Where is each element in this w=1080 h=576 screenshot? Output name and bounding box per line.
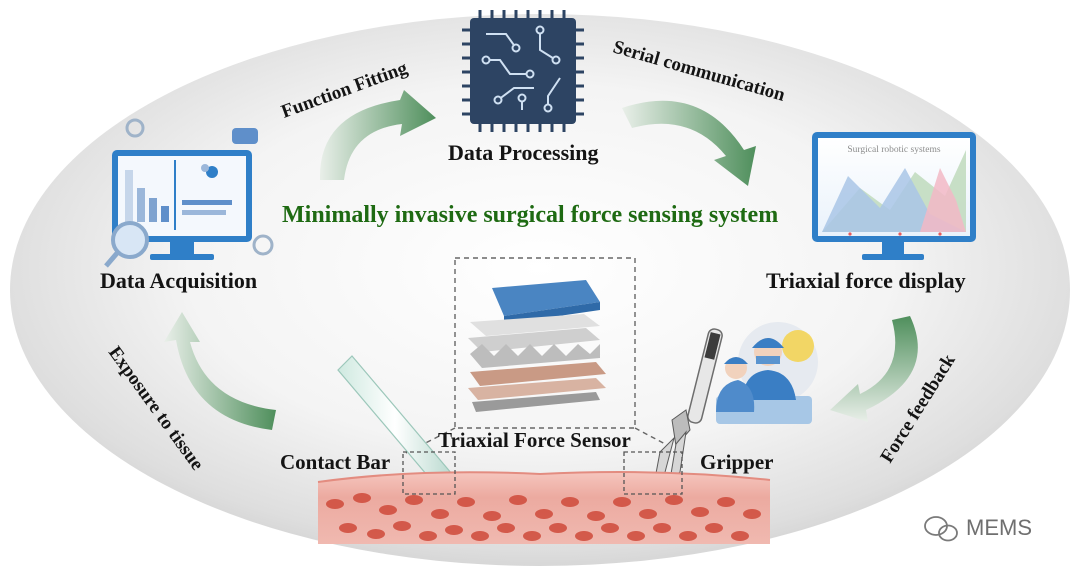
node-data-processing: Data Processing	[448, 140, 599, 165]
node-data-acquisition: Data Acquisition	[100, 268, 258, 293]
arrow-force-feedback	[830, 316, 918, 422]
diagram-title: Minimally invasive surgical force sensin…	[282, 202, 779, 228]
chat-bubble-icon	[232, 128, 258, 144]
chip-icon	[462, 10, 584, 132]
gear-icon	[125, 118, 274, 256]
magnifier-icon	[111, 221, 149, 259]
watermark: MEMS	[966, 515, 1032, 540]
tissue-icon	[317, 471, 771, 544]
wechat-icon	[924, 516, 958, 542]
arrow-function-fitting	[319, 90, 436, 180]
gripper-icon	[653, 328, 723, 486]
node-contact-bar: Contact Bar	[280, 450, 391, 474]
surgeon-icon	[716, 322, 818, 424]
arrow-exposure-to-tissue	[164, 312, 276, 430]
grip-zone-box	[623, 451, 683, 495]
monitor-caption: Surgical robotic systems	[847, 145, 941, 155]
node-gripper: Gripper	[700, 450, 774, 474]
triaxial-force-sensor-illustration	[468, 280, 606, 412]
monitor-icon	[812, 132, 976, 260]
node-triaxial-force-display: Triaxial force display	[766, 268, 966, 293]
node-triaxial-force-sensor: Triaxial Force Sensor	[438, 428, 631, 452]
arrow-serial-communication	[622, 100, 756, 186]
contact-zone-box	[402, 451, 456, 495]
data-acquisition-illustration	[104, 118, 274, 268]
